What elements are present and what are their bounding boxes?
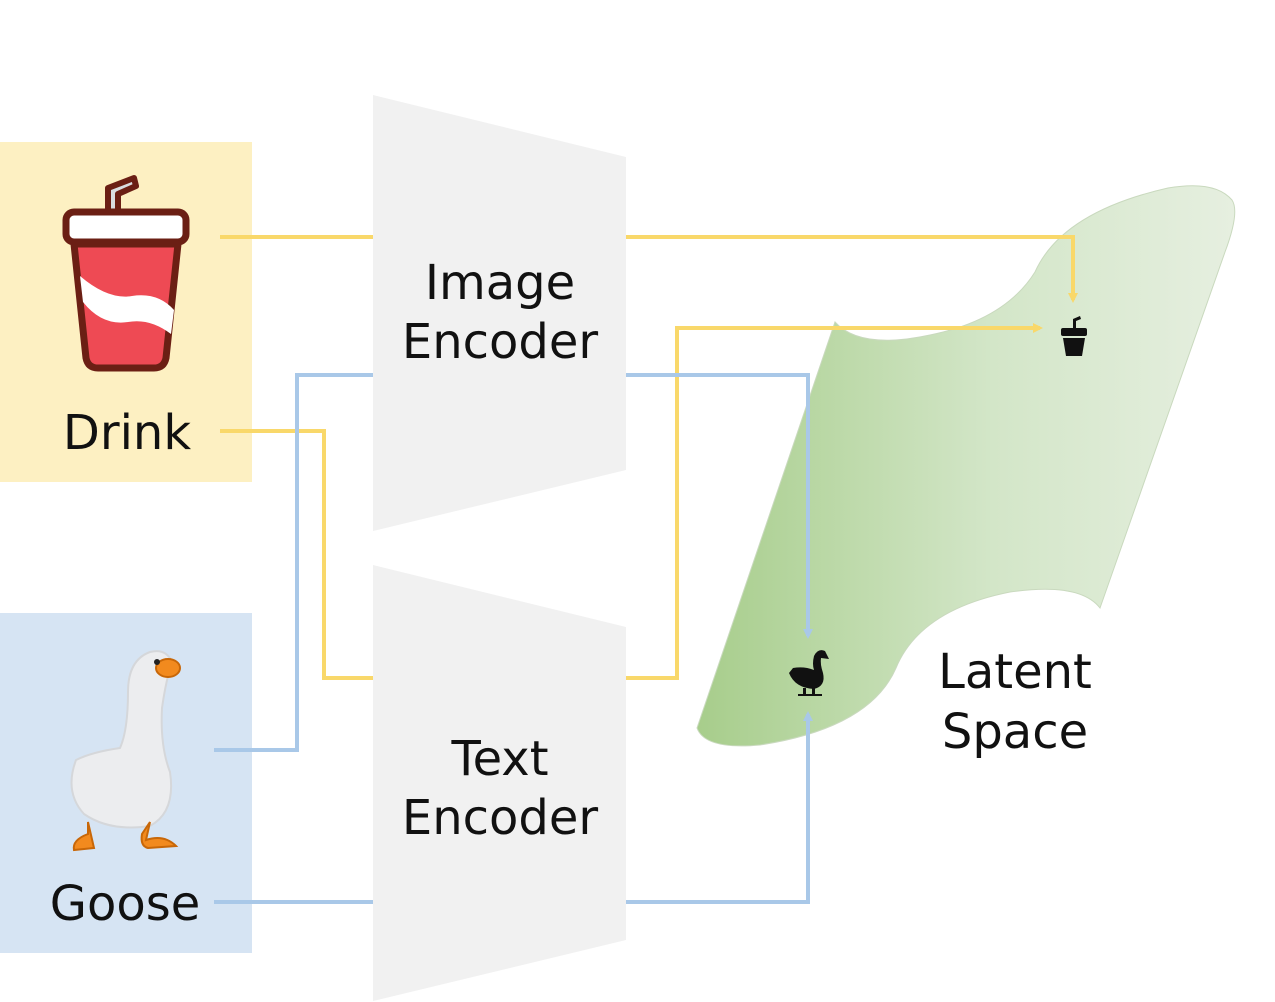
goose-embedding-icon — [789, 650, 829, 696]
text-encoder-block — [373, 565, 626, 1001]
text-encoder-label-line1: Text — [450, 731, 548, 787]
image-encoder-goose-to-latent-arrow — [626, 373, 813, 639]
latent-space-label-line1: Latent — [938, 644, 1092, 700]
image-encoder-drink-to-latent-arrow — [626, 235, 1078, 303]
image-encoder-block — [373, 95, 626, 531]
text-encoder-goose-to-latent-arrow — [626, 711, 813, 904]
latent-space-label-line2: Space — [942, 704, 1088, 760]
drink-embedding-icon — [1061, 316, 1087, 356]
goose-icon — [70, 650, 181, 852]
drink-text-to-text-encoder-line — [220, 429, 373, 680]
goose-image-to-image-encoder-line — [214, 373, 373, 752]
text-encoder-drink-to-latent-arrow — [626, 323, 1043, 680]
goose-label: Goose — [50, 876, 200, 932]
drink-cup-icon — [62, 175, 190, 372]
drink-label: Drink — [63, 405, 191, 461]
image-encoder-label-line2: Encoder — [402, 314, 599, 370]
text-encoder-label-line2: Encoder — [402, 790, 599, 846]
latent-space-sheet — [696, 185, 1236, 747]
image-encoder-label-line1: Image — [425, 255, 575, 311]
